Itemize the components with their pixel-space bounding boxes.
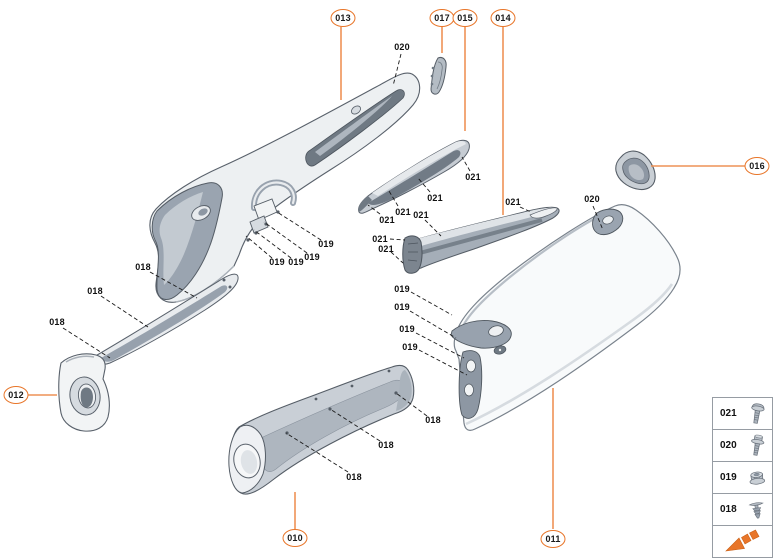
part-number-label: 021 xyxy=(465,172,481,182)
legend-label: 020 xyxy=(720,440,737,451)
callout-011[interactable]: 011 xyxy=(540,530,566,548)
part-number-label: 019 xyxy=(402,342,418,352)
callout-016[interactable]: 016 xyxy=(744,157,770,175)
part-number-label: 018 xyxy=(87,286,103,296)
part-number-label: 021 xyxy=(379,215,395,225)
part-number-label: 019 xyxy=(269,257,285,267)
part-number-label: 021 xyxy=(378,244,394,254)
callout-label: 010 xyxy=(287,533,303,543)
part-door-trim-panel xyxy=(149,72,421,303)
leader-lines xyxy=(62,53,604,473)
part-number-label: 018 xyxy=(49,317,65,327)
callout-label: 016 xyxy=(749,161,765,171)
push-clip-icon xyxy=(745,496,769,523)
callout-label: 011 xyxy=(545,534,561,544)
legend-row-020: 020 xyxy=(713,430,772,462)
flange-nut-icon xyxy=(745,464,769,491)
callout-012[interactable]: 012 xyxy=(3,386,29,404)
part-number-label: 018 xyxy=(135,262,151,272)
part-lower-trim-molding xyxy=(402,206,560,274)
part-door-outer-panel xyxy=(450,204,681,431)
part-number-label: 021 xyxy=(395,207,411,217)
legend-label: 019 xyxy=(720,472,737,483)
legend-row-018: 018 xyxy=(713,494,772,526)
part-number-label: 021 xyxy=(505,197,521,207)
part-sill-trim-front xyxy=(58,273,239,432)
part-belt-clip-strip xyxy=(430,57,447,95)
part-number-label: 019 xyxy=(394,284,410,294)
callout-014[interactable]: 014 xyxy=(490,9,516,27)
callout-lines xyxy=(27,27,745,529)
part-number-label: 020 xyxy=(394,42,410,52)
part-mirror-triangle-cover xyxy=(615,150,656,191)
callout-017[interactable]: 017 xyxy=(429,9,455,27)
part-number-label: 021 xyxy=(413,210,429,220)
fastener-legend: 021 020 xyxy=(712,397,773,558)
part-number-label: 021 xyxy=(427,193,443,203)
callout-label: 013 xyxy=(335,13,351,23)
direction-arrow-icon xyxy=(723,529,763,555)
callout-label: 014 xyxy=(495,13,511,23)
callout-013[interactable]: 013 xyxy=(330,9,356,27)
part-number-label: 018 xyxy=(425,415,441,425)
part-number-label: 020 xyxy=(584,194,600,204)
bolt-icon xyxy=(745,432,769,459)
part-number-label: 019 xyxy=(304,252,320,262)
legend-row-019: 019 xyxy=(713,462,772,494)
part-window-slot-strip xyxy=(358,139,470,214)
part-number-label: 019 xyxy=(318,239,334,249)
callout-010[interactable]: 010 xyxy=(282,529,308,547)
screw-icon xyxy=(745,400,769,427)
part-number-label: 019 xyxy=(399,324,415,334)
legend-row-021: 021 xyxy=(713,398,772,430)
legend-label: 018 xyxy=(720,504,737,515)
part-number-label: 018 xyxy=(346,472,362,482)
part-number-label: 018 xyxy=(378,440,394,450)
part-number-label: 019 xyxy=(394,302,410,312)
part-number-label: 021 xyxy=(372,234,388,244)
legend-row-direction xyxy=(713,526,772,558)
legend-label: 021 xyxy=(720,408,737,419)
callout-label: 012 xyxy=(8,390,24,400)
callout-label: 015 xyxy=(457,13,473,23)
part-sill-trough-panel xyxy=(228,364,415,495)
callout-label: 017 xyxy=(434,13,450,23)
callout-015[interactable]: 015 xyxy=(452,9,478,27)
part-number-label: 019 xyxy=(288,257,304,267)
